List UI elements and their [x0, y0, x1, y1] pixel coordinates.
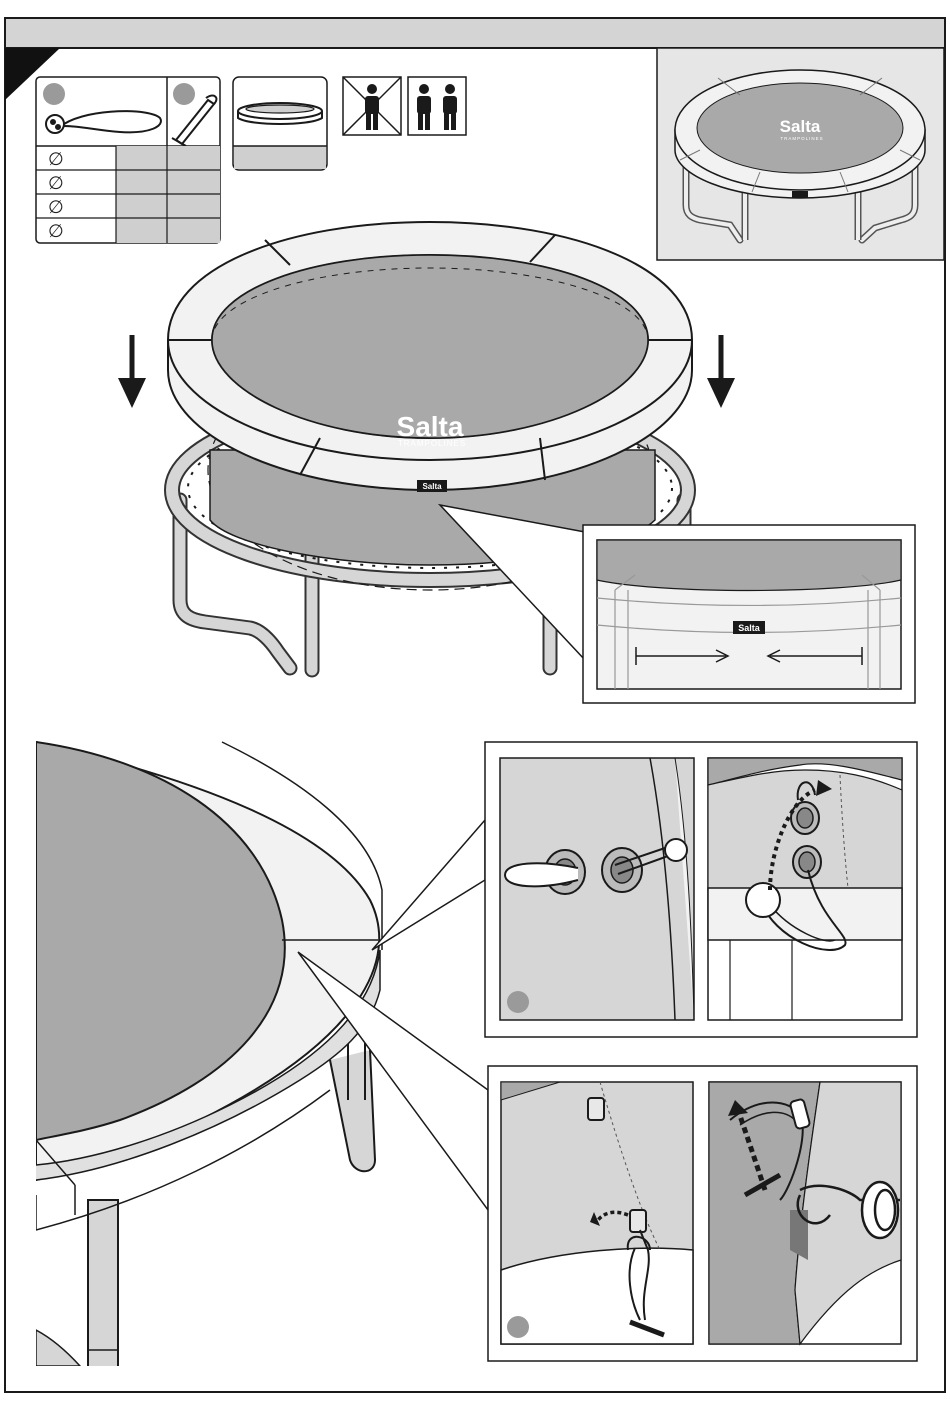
finished-trampoline-inset: Salta TRAMPOLINES — [657, 48, 944, 260]
two-persons-icon — [408, 77, 466, 135]
bungee-attach-panel — [485, 742, 917, 1037]
diameter-symbol-4: ∅ — [48, 221, 64, 242]
single-person-crossed-icon — [343, 77, 401, 135]
diameter-symbol-3: ∅ — [48, 197, 64, 218]
main-logo: Salta — [397, 411, 464, 442]
header-bar — [5, 18, 945, 48]
label-detail-inset: Salta — [583, 525, 915, 703]
inset-logo: Salta — [780, 117, 821, 136]
diameter-symbol-1: ∅ — [48, 149, 64, 170]
parts-table: ∅ ∅ ∅ ∅ — [36, 146, 220, 243]
diameter-symbol-2: ∅ — [48, 173, 64, 194]
safety-pad-icon — [233, 77, 327, 170]
main-logo-sub: TRAMPOLINES — [398, 439, 466, 448]
part-b-marker — [173, 83, 195, 105]
strap-attach-panel — [488, 1066, 917, 1361]
inset-logo-sub: TRAMPOLINES — [780, 136, 823, 141]
inset-label-text: Salta — [738, 623, 761, 633]
part-a-marker — [43, 83, 65, 105]
pad-label-text: Salta — [422, 482, 442, 491]
parts-panel: ∅ ∅ ∅ ∅ — [36, 77, 220, 243]
